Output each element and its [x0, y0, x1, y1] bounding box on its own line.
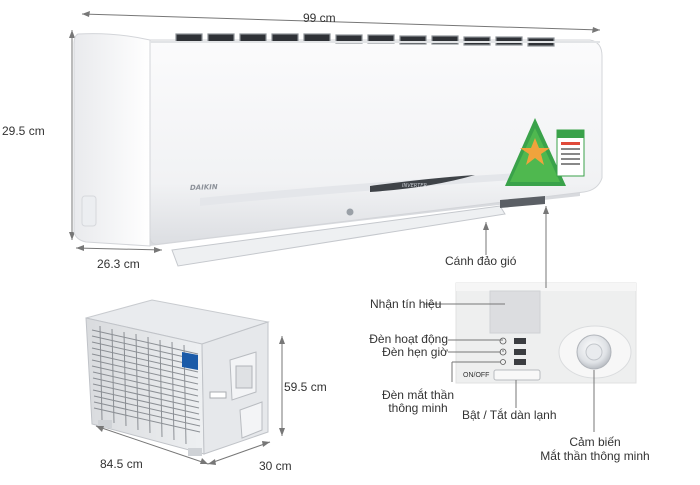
inverter-badge: INVERTER [402, 183, 427, 189]
outdoor-width-label: 84.5 cm [100, 457, 143, 471]
outdoor-unit [85, 299, 270, 456]
louver-flap [171, 205, 506, 267]
smart-eye-light-label-line2: thông minh [388, 401, 448, 415]
signal-receiver-window [489, 290, 541, 334]
callout-lines [424, 206, 595, 432]
outdoor-width-dimension [95, 425, 209, 465]
outdoor-height-label: 59.5 cm [284, 380, 327, 394]
brand-logo: DAIKIN [190, 183, 218, 192]
energy-label-icon [505, 118, 585, 186]
smart-eye-light-label-line1: Đèn mắt thần [381, 388, 455, 402]
indoor-height-dimension [69, 30, 75, 240]
sensor-label-line1: Cảm biến [569, 435, 621, 449]
outdoor-depth-dimension [207, 441, 271, 465]
indoor-width-label: 99 cm [303, 11, 336, 25]
on-off-button-shape [493, 369, 541, 381]
operation-light-led [514, 338, 526, 344]
control-panel-closeup [455, 282, 637, 384]
indoor-unit [73, 33, 603, 267]
louver-label: Cánh đảo gió [445, 254, 517, 268]
indoor-depth-label: 26.3 cm [97, 257, 140, 271]
signal-receiver-label: Nhận tín hiệu [370, 297, 442, 311]
indoor-depth-dimension [75, 245, 163, 253]
outdoor-depth-label: 30 cm [259, 459, 292, 473]
timer-light-led [514, 349, 526, 355]
on-off-text: ON/OFF [463, 372, 489, 379]
on-off-button-label: Bật / Tắt dàn lạnh [462, 408, 557, 422]
indoor-width-dimension [81, 11, 601, 33]
operation-light-label: Đèn hoạt động [369, 332, 448, 346]
outdoor-height-dimension [279, 336, 285, 436]
sensor-label-line2: Mắt thần thông minh [540, 449, 650, 463]
indoor-height-label: 29.5 cm [2, 124, 45, 138]
timer-light-label: Đèn hẹn giờ [382, 345, 448, 359]
smart-eye-light-led [514, 359, 526, 365]
